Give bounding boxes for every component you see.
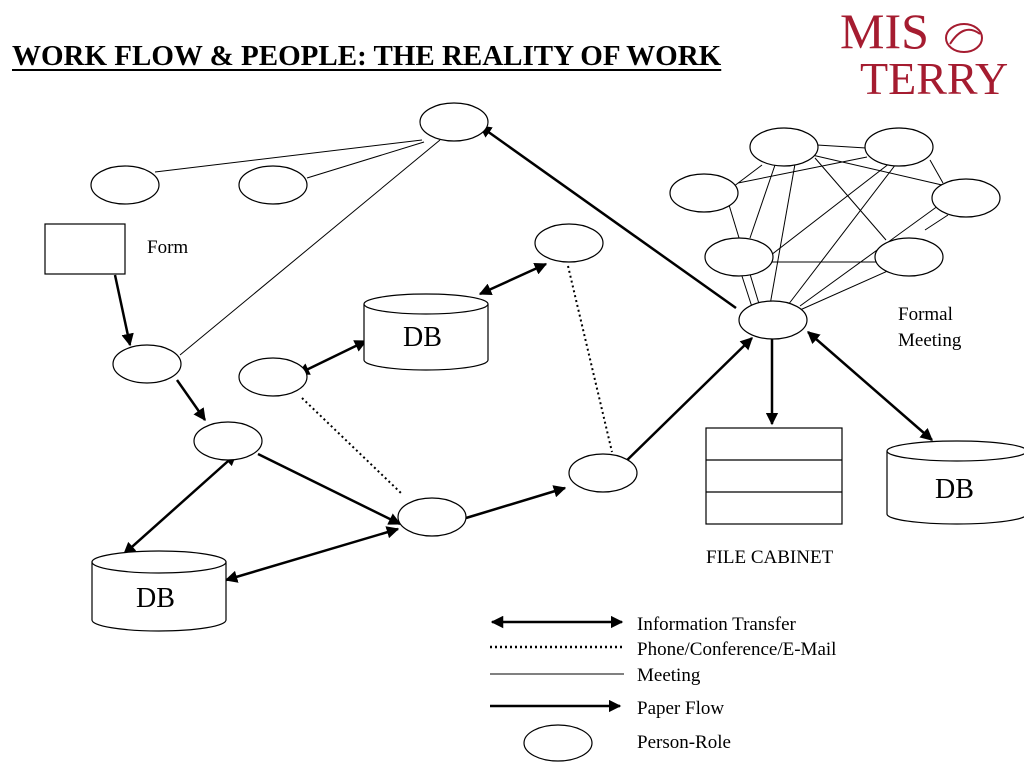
person-roles [90, 102, 1001, 537]
person-role [749, 127, 819, 167]
phone-lines [301, 265, 613, 495]
slide-title: WORK FLOW & PEOPLE: THE REALITY OF WORK [12, 40, 722, 72]
paper-flow-arrow [478, 124, 737, 310]
info-transfer-arrow [123, 453, 237, 555]
legend-info-transfer-label: Information Transfer [637, 614, 796, 635]
paper-flow-arrow [616, 337, 753, 471]
meeting-line [787, 163, 897, 306]
info-transfer-arrow [807, 331, 933, 441]
logo-mis-text: MIS [840, 3, 929, 59]
formal-meeting-label-2: Meeting [898, 330, 962, 351]
legend-paper-flow-label: Paper Flow [637, 698, 725, 719]
legend-graphics [490, 615, 624, 762]
person-role [397, 497, 467, 537]
person-role [669, 173, 739, 213]
meeting-line [749, 164, 776, 239]
database-icon [363, 293, 489, 371]
db-label: DB [935, 474, 974, 505]
file-cabinet-icon [705, 427, 843, 525]
meeting-line [154, 139, 423, 173]
info-transfer-arrow [224, 526, 400, 583]
meeting-line [737, 156, 868, 184]
info-transfer-arrow [478, 262, 548, 296]
person-role [238, 165, 308, 205]
legend-person-role-shape [523, 724, 593, 762]
db-label: DB [136, 583, 175, 614]
paper-flow-arrow [175, 379, 207, 422]
file-cabinet-label: FILE CABINET [706, 547, 834, 568]
person-role [931, 178, 1001, 218]
meeting-line [929, 159, 944, 184]
meeting-line [816, 144, 867, 149]
person-role [534, 223, 604, 263]
paper-flow-arrows [113, 124, 779, 526]
meeting-line [799, 269, 891, 311]
meeting-line [179, 139, 441, 356]
meeting-line [814, 157, 887, 241]
person-role [90, 165, 160, 205]
info-transfer-arrows [123, 262, 933, 583]
meeting-line [769, 163, 796, 306]
meeting-line [761, 162, 891, 263]
person-role [568, 453, 638, 493]
phone-line [301, 397, 403, 495]
db-label: DB [403, 322, 442, 353]
form-shape [44, 223, 126, 275]
database-icon [91, 550, 227, 632]
person-role [112, 344, 182, 384]
meeting-line [799, 202, 943, 307]
paper-flow-arrow [257, 452, 402, 526]
logo-swirl-icon [945, 23, 983, 53]
form-label: Form [147, 237, 189, 258]
logo-terry-text: TERRY [860, 53, 1008, 100]
person-role [704, 237, 774, 277]
meeting-lines [154, 139, 949, 356]
person-role [874, 237, 944, 277]
meeting-line [924, 214, 949, 231]
legend-meeting-label: Meeting [637, 665, 701, 686]
database-icon [886, 440, 1024, 525]
phone-line [567, 265, 613, 453]
paper-flow-arrow [113, 274, 134, 347]
paper-flow-arrow [465, 485, 567, 520]
mis-terry-logo: MIS TERRY [840, 3, 1008, 100]
person-role [419, 102, 489, 142]
legend-phone-label: Phone/Conference/E-Mail [637, 639, 837, 660]
person-role [193, 421, 263, 461]
person-role [238, 357, 308, 397]
formal-meeting-label-1: Formal [898, 304, 953, 325]
info-transfer-arrow [296, 339, 368, 376]
meeting-line [306, 141, 425, 179]
legend-person-role-label: Person-Role [637, 732, 731, 753]
person-role [738, 300, 808, 340]
meeting-line [811, 154, 943, 186]
person-role [864, 127, 934, 167]
